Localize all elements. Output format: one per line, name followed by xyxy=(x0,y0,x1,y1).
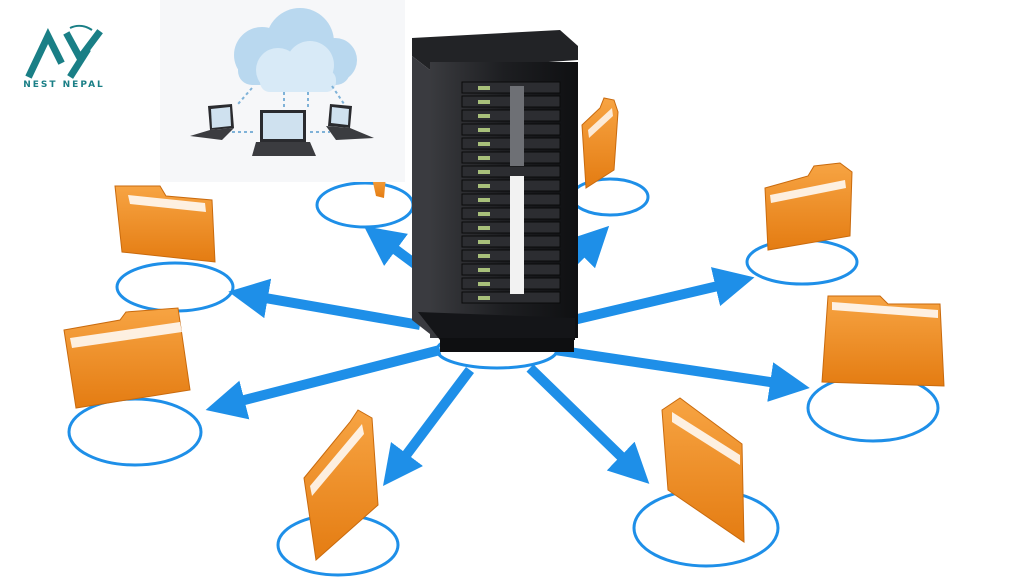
arrow xyxy=(554,345,810,402)
folder-icon xyxy=(764,162,853,251)
node-ring xyxy=(745,238,859,286)
folder-icon xyxy=(821,295,945,387)
cloud-network-icon xyxy=(190,8,374,156)
node-ring xyxy=(315,181,415,229)
arrow xyxy=(228,278,421,330)
folder-icon xyxy=(661,397,745,543)
arrow xyxy=(526,364,650,484)
folder-icon xyxy=(63,307,191,409)
laptop-icon xyxy=(190,104,234,140)
arrow xyxy=(563,267,755,327)
laptop-icon xyxy=(252,110,316,156)
arrow xyxy=(383,367,474,486)
arrow xyxy=(205,345,442,420)
brand-name: NEST NEPAL xyxy=(23,80,105,90)
folder-icon xyxy=(114,185,216,263)
folder-icon xyxy=(303,409,379,561)
cloud-network-inset xyxy=(160,0,405,182)
folder-icon xyxy=(581,97,619,189)
node-ring xyxy=(570,177,650,217)
brand-logo: NEST NEPAL xyxy=(14,22,114,94)
server-tower-icon xyxy=(412,30,578,352)
node-ring xyxy=(115,261,235,313)
laptop-icon xyxy=(326,104,374,140)
nest-nepal-logo xyxy=(25,24,103,79)
node-ring xyxy=(67,397,203,467)
